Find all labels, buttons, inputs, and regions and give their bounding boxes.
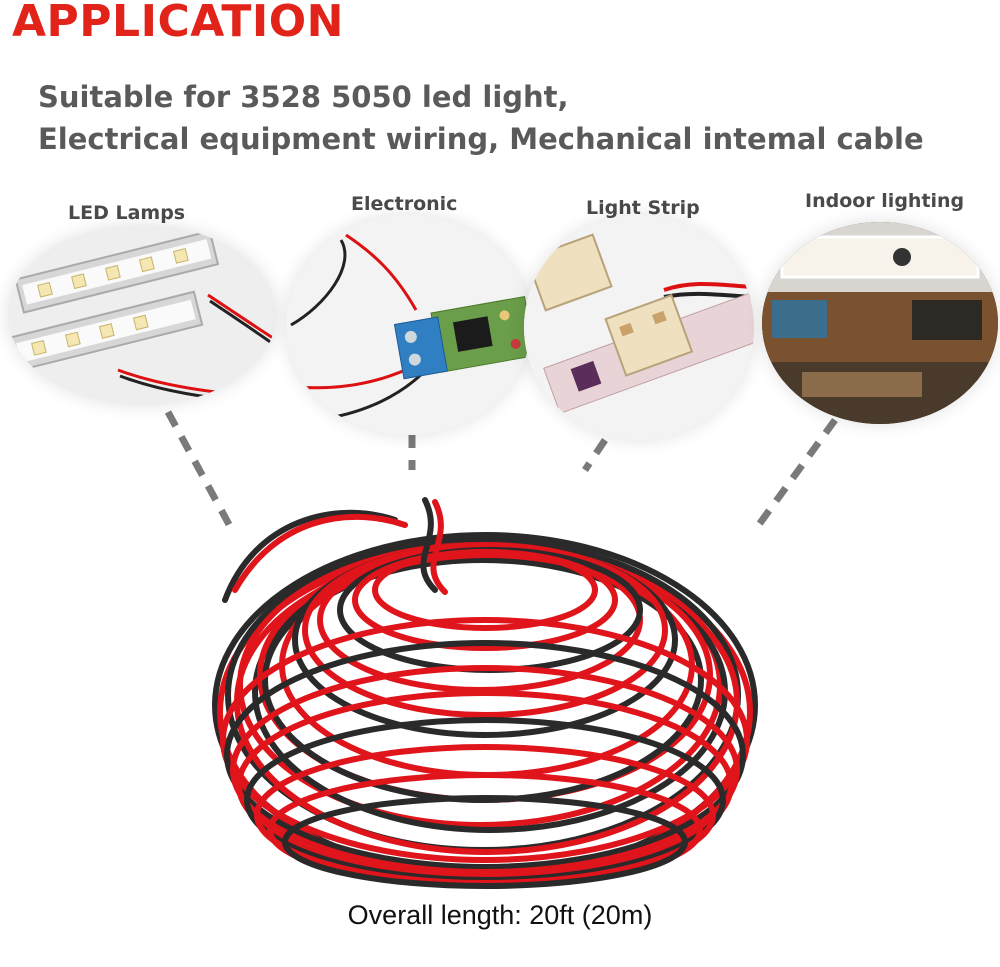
light-strip-photo [524, 215, 754, 440]
red-black-wire-coil [212, 497, 758, 889]
product-caption: Overall length: 20ft (20m) [347, 900, 653, 930]
led-lamps-photo [8, 225, 276, 405]
electronic-board-photo [286, 215, 531, 435]
page-title: APPLICATION [12, 0, 344, 47]
connector-light-strip [582, 438, 608, 472]
label-led-lamps: LED Lamps [68, 202, 186, 224]
indoor-lighting-photo [762, 222, 998, 424]
label-indoor-lighting: Indoor lighting [805, 190, 965, 212]
subtitle-line-2: Electrical equipment wiring, Mechanical … [38, 122, 924, 156]
label-electronic: Electronic [351, 193, 458, 215]
subtitle-line-1: Suitable for 3528 5050 led light, [38, 80, 569, 114]
label-light-strip: Light Strip [586, 197, 700, 219]
